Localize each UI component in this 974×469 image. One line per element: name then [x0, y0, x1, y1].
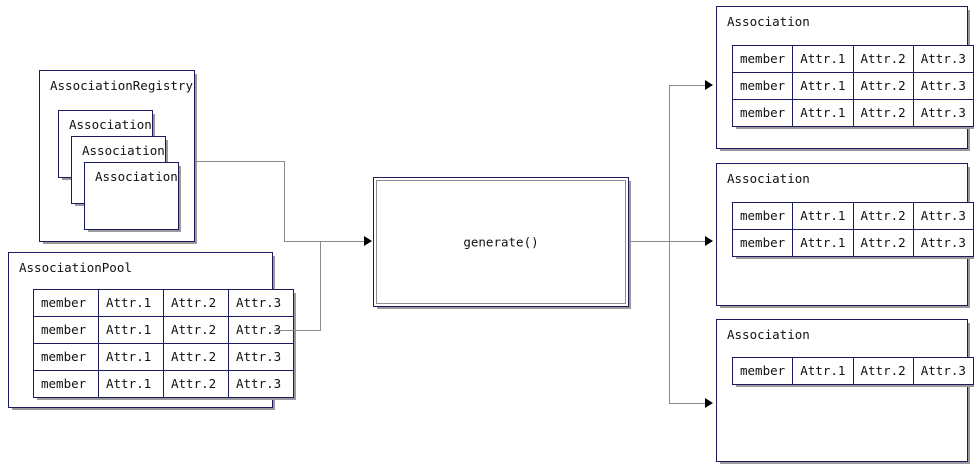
cell-attr2: Attr.2: [163, 316, 229, 344]
output-association-title-3: Association: [727, 327, 810, 342]
cell-attr1: Attr.1: [792, 229, 854, 257]
connector-to-output-1: [669, 85, 711, 86]
association-pool-table[interactable]: member Attr.1 Attr.2 Attr.3 member Attr.…: [33, 289, 294, 398]
connector-registry-vertical: [284, 161, 285, 241]
cell-attr3: Attr.3: [912, 45, 974, 73]
output-association-title-1: Association: [727, 14, 810, 29]
generate-process-label: generate(): [463, 234, 539, 250]
cell-attr1: Attr.1: [792, 72, 854, 100]
connector-merge-to-generate: [284, 241, 364, 242]
table-row[interactable]: member Attr.1 Attr.2 Attr.3: [731, 72, 974, 100]
cell-member: member: [33, 289, 99, 317]
cell-attr2: Attr.2: [852, 45, 914, 73]
cell-member: member: [33, 343, 99, 371]
cell-attr1: Attr.1: [792, 357, 854, 385]
cell-member: member: [731, 45, 794, 73]
cell-member: member: [731, 357, 794, 385]
table-row[interactable]: member Attr.1 Attr.2 Attr.3: [33, 370, 294, 398]
arrow-into-output-1: [705, 80, 713, 90]
connector-registry-horizontal: [196, 161, 284, 162]
cell-attr1: Attr.1: [98, 316, 164, 344]
table-row[interactable]: member Attr.1 Attr.2 Attr.3: [33, 343, 294, 371]
registry-card-3-label: Association: [95, 169, 178, 184]
cell-attr2: Attr.2: [852, 99, 914, 127]
registry-card-2-label: Association: [82, 143, 165, 158]
association-pool-title: AssociationPool: [19, 260, 132, 275]
cell-attr1: Attr.1: [98, 289, 164, 317]
cell-member: member: [33, 316, 99, 344]
cell-member: member: [731, 202, 794, 230]
table-row[interactable]: member Attr.1 Attr.2 Attr.3: [731, 357, 974, 385]
cell-attr2: Attr.2: [163, 370, 229, 398]
output-table-body-1: member Attr.1 Attr.2 Attr.3 member Attr.…: [731, 45, 974, 127]
registry-card-3[interactable]: Association: [84, 162, 179, 230]
cell-attr1: Attr.1: [792, 99, 854, 127]
cell-attr3: Attr.3: [912, 229, 974, 257]
connector-generate-out: [630, 241, 711, 242]
generate-process-box[interactable]: generate(): [373, 177, 629, 307]
table-row[interactable]: member Attr.1 Attr.2 Attr.3: [731, 229, 974, 257]
cell-attr3: Attr.3: [912, 202, 974, 230]
generate-process-inner-border: [376, 180, 626, 304]
cell-attr2: Attr.2: [852, 357, 914, 385]
cell-member: member: [731, 99, 794, 127]
cell-attr3: Attr.3: [912, 99, 974, 127]
cell-attr1: Attr.1: [792, 202, 854, 230]
registry-card-1-label: Association: [69, 117, 152, 132]
table-row[interactable]: member Attr.1 Attr.2 Attr.3: [731, 202, 974, 230]
cell-attr1: Attr.1: [98, 370, 164, 398]
table-row[interactable]: member Attr.1 Attr.2 Attr.3: [731, 45, 974, 73]
cell-attr3: Attr.3: [228, 370, 294, 398]
table-row[interactable]: member Attr.1 Attr.2 Attr.3: [33, 289, 294, 317]
cell-attr2: Attr.2: [163, 343, 229, 371]
cell-member: member: [731, 72, 794, 100]
output-association-title-2: Association: [727, 171, 810, 186]
arrow-into-generate: [364, 236, 372, 246]
table-row[interactable]: member Attr.1 Attr.2 Attr.3: [731, 99, 974, 127]
connector-pool-vertical: [320, 241, 321, 331]
cell-attr3: Attr.3: [912, 357, 974, 385]
cell-attr2: Attr.2: [852, 72, 914, 100]
output-association-table-1[interactable]: member Attr.1 Attr.2 Attr.3 member Attr.…: [731, 45, 974, 127]
cell-member: member: [33, 370, 99, 398]
association-registry-title: AssociationRegistry: [50, 78, 193, 93]
arrow-into-output-2: [705, 236, 713, 246]
cell-attr2: Attr.2: [852, 202, 914, 230]
cell-attr1: Attr.1: [792, 45, 854, 73]
table-row[interactable]: member Attr.1 Attr.2 Attr.3: [33, 316, 294, 344]
connector-pool-horizontal: [274, 330, 320, 331]
output-table-body-3: member Attr.1 Attr.2 Attr.3: [731, 357, 974, 385]
output-table-body-2: member Attr.1 Attr.2 Attr.3 member Attr.…: [731, 202, 974, 257]
cell-attr1: Attr.1: [98, 343, 164, 371]
output-association-table-3[interactable]: member Attr.1 Attr.2 Attr.3: [731, 357, 974, 385]
cell-member: member: [731, 229, 794, 257]
cell-attr3: Attr.3: [228, 289, 294, 317]
cell-attr2: Attr.2: [852, 229, 914, 257]
cell-attr3: Attr.3: [912, 72, 974, 100]
association-pool-table-body: member Attr.1 Attr.2 Attr.3 member Attr.…: [33, 289, 294, 398]
connector-to-output-3: [669, 403, 711, 404]
cell-attr2: Attr.2: [163, 289, 229, 317]
output-association-table-2[interactable]: member Attr.1 Attr.2 Attr.3 member Attr.…: [731, 202, 974, 257]
output-association-box-3[interactable]: Association: [716, 319, 968, 462]
arrow-into-output-3: [705, 398, 713, 408]
cell-attr3: Attr.3: [228, 343, 294, 371]
connector-fanout-spine: [669, 85, 670, 403]
